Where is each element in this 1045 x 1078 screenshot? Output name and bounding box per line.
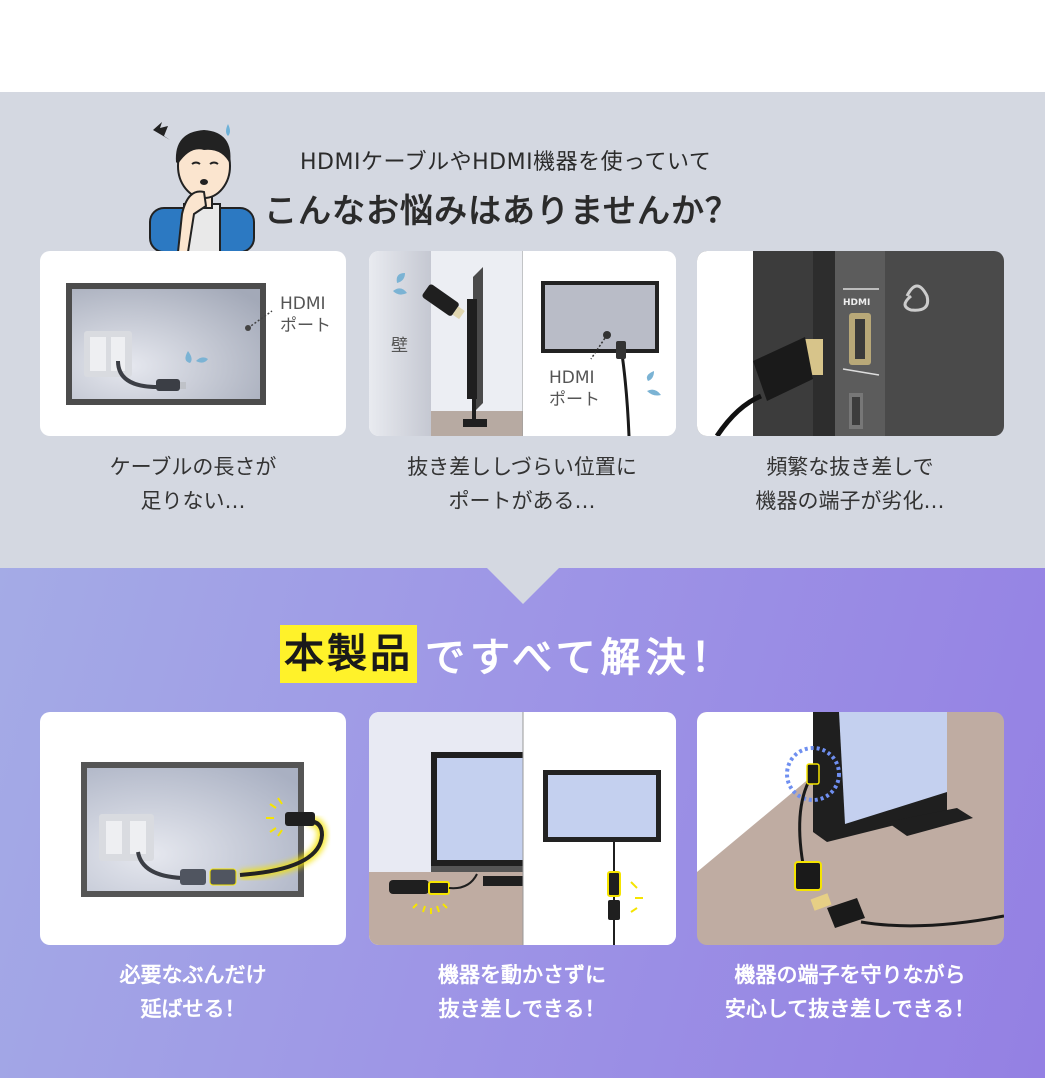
svg-text:HDMI: HDMI [843, 298, 870, 308]
worried-person-illustration [149, 122, 255, 252]
problem-card-hard-to-reach: 壁 HDMI ポート [369, 251, 676, 436]
product-highlight: 本製品 [280, 625, 417, 683]
problem-card-short-cable: HDMI ポート [40, 251, 346, 436]
problem-title: こんなお悩みはありませんか？ [264, 191, 740, 230]
caption-line-1: ケーブルの長さが [109, 455, 277, 479]
caption-line-1: 機器を動かさずに [438, 963, 606, 987]
problem-caption-1: ケーブルの長さが 足りない… [33, 450, 353, 518]
problem-caption-3: 頻繁な抜き差しで 機器の端子が劣化… [690, 450, 1010, 518]
worn-port-illustration: HDMI [697, 251, 930, 436]
hdmi-port-label: HDMI ポート [549, 367, 600, 411]
caption-line-2: ポートがある… [448, 489, 596, 513]
caption-line-2: 足りない… [140, 489, 246, 513]
problem-card-port-wear: HDMI [697, 251, 1004, 436]
solution-card-no-move [369, 712, 676, 945]
wall-label: 壁 [391, 336, 408, 356]
caption-line-2: 延ばせる！ [140, 997, 246, 1021]
caption-line-2: 安心して抜き差しできる！ [724, 997, 976, 1021]
down-arrow-notch [487, 568, 559, 604]
extension-cable-illustration [81, 762, 328, 897]
caption-line-1: 必要なぶんだけ [119, 963, 267, 987]
hdmi-port-label: HDMI ポート [280, 293, 331, 337]
caption-line-2: 抜き差しできる！ [438, 997, 606, 1021]
problem-subtitle: HDMIケーブルやHDMI機器を使っていて [300, 150, 712, 175]
top-spacer [0, 0, 1045, 92]
label-line-2: ポート [280, 316, 331, 336]
hard-to-reach-port-illustration [369, 251, 676, 436]
label-line-1: HDMI [280, 294, 326, 314]
solution-card-protect [697, 712, 1004, 945]
solution-title-rest: ですべて解決！ [425, 635, 736, 681]
caption-line-1: 機器の端子を守りながら [734, 963, 966, 987]
no-move-illustration [369, 712, 676, 945]
solution-caption-2: 機器を動かさずに 抜き差しできる！ [362, 958, 682, 1026]
port-protection-illustration [697, 712, 1004, 928]
caption-line-1: 抜き差ししづらい位置に [407, 455, 637, 479]
caption-line-2: 機器の端子が劣化… [755, 489, 945, 513]
solution-caption-3: 機器の端子を守りながら 安心して抜き差しできる！ [690, 958, 1010, 1026]
label-line-1: HDMI [549, 368, 595, 388]
short-cable-illustration [66, 283, 273, 405]
problem-caption-2: 抜き差ししづらい位置に ポートがある… [362, 450, 682, 518]
solution-title: 本製品 ですべて解決！ [280, 625, 736, 683]
solution-card-extend [40, 712, 346, 945]
solution-caption-1: 必要なぶんだけ 延ばせる！ [33, 958, 353, 1026]
caption-line-1: 頻繁な抜き差しで [766, 455, 934, 479]
label-line-2: ポート [549, 390, 600, 410]
